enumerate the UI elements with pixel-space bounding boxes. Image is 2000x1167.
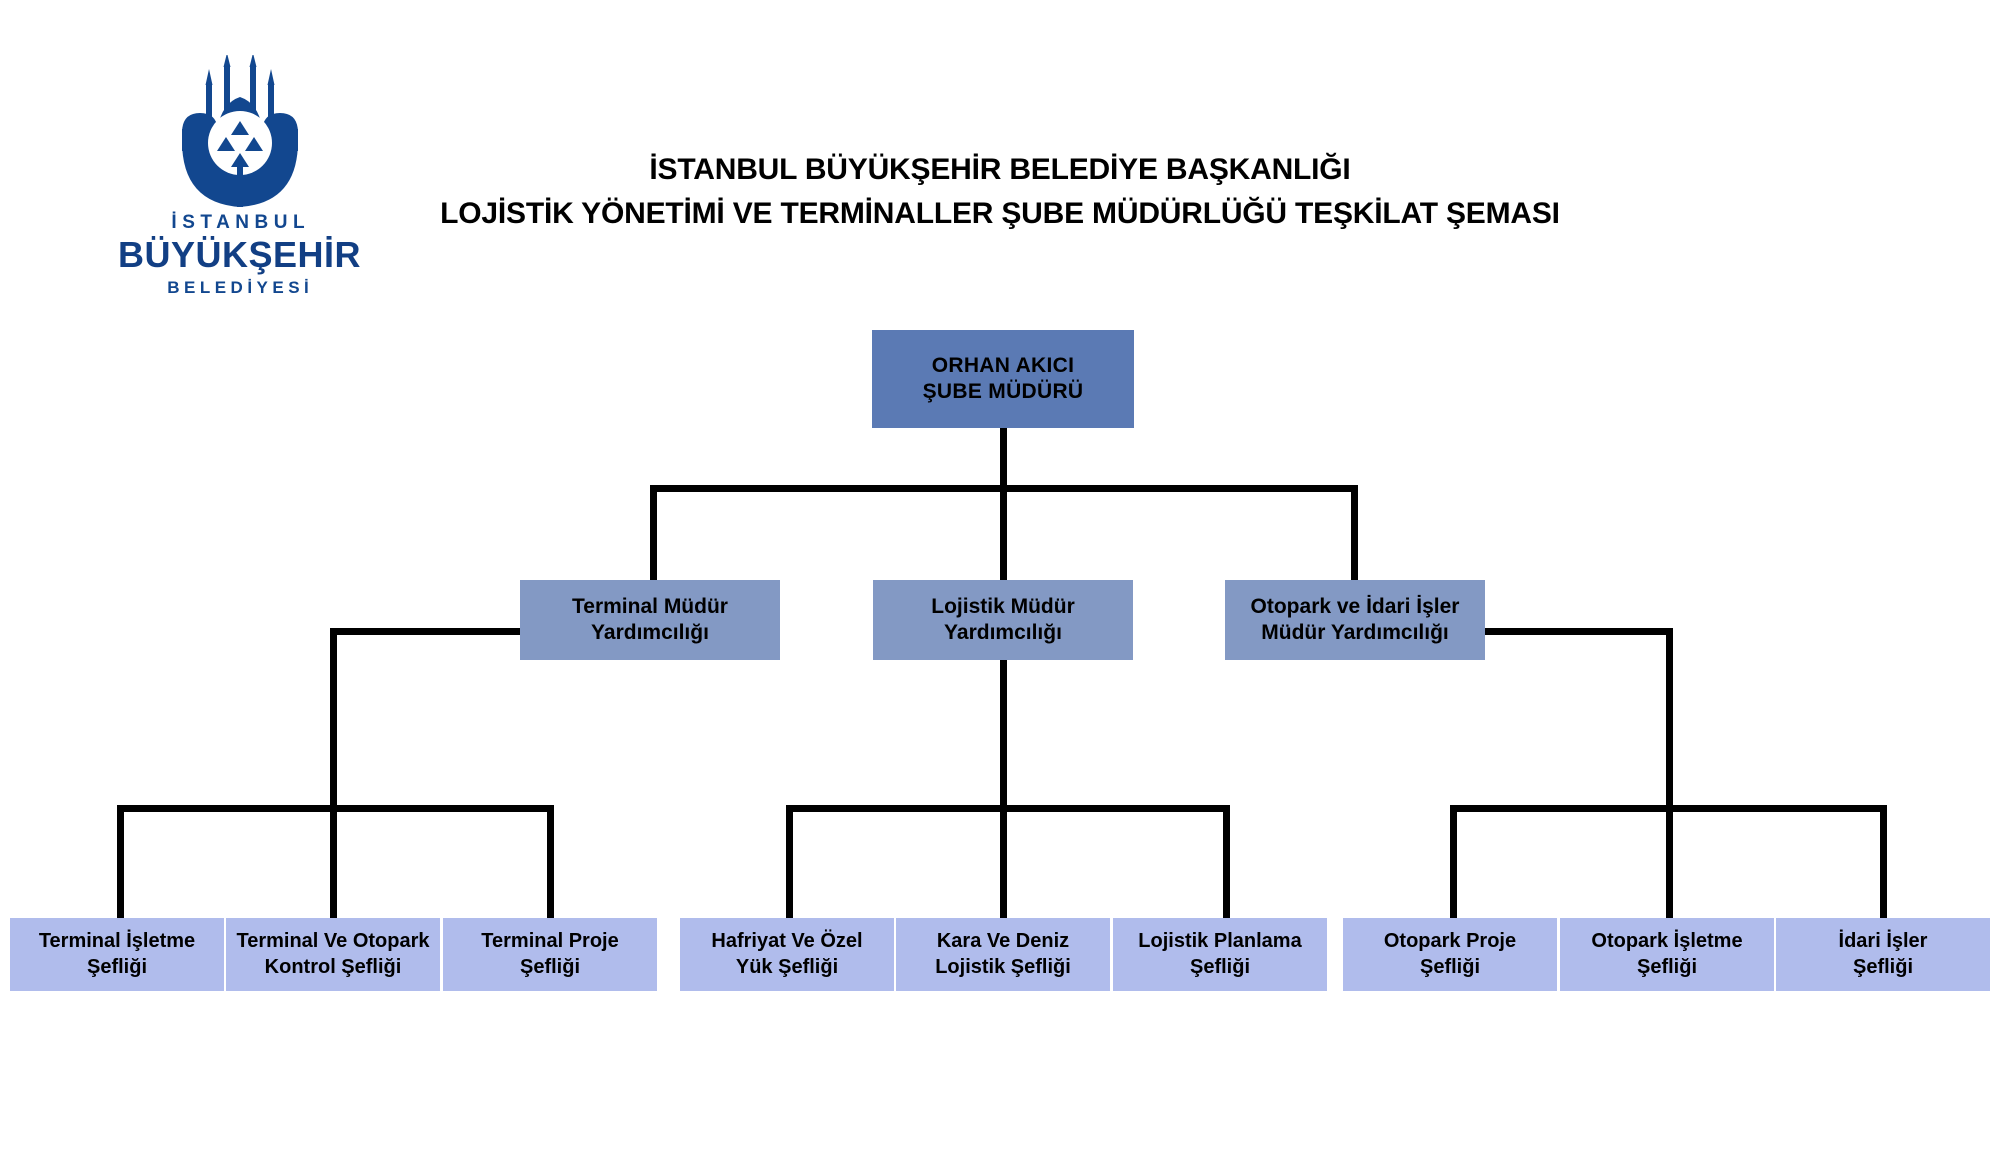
connector-drop-hafriyat	[786, 805, 793, 918]
chart-title-line-2: LOJİSTİK YÖNETİMİ VE TERMİNALLER ŞUBE MÜ…	[440, 196, 1560, 230]
node-terminal-mudur-yardimciligi[interactable]: Terminal Müdür Yardımcılığı	[520, 580, 780, 660]
node-label: Lojistik Planlama Şefliği	[1138, 930, 1302, 978]
connector-terminal-branch-out	[330, 628, 522, 635]
node-label: Lojistik Müdür Yardımcılığı	[931, 594, 1075, 644]
chart-title: İSTANBUL BÜYÜKŞEHİR BELEDİYE BAŞKANLIĞI …	[330, 148, 1670, 235]
node-label: Terminal İşletme Şefliği	[38, 930, 196, 978]
connector-drop-otopark-isletme	[1666, 805, 1673, 918]
connector-drop-kara-deniz	[1000, 805, 1007, 918]
node-label: ORHAN AKICI ŞUBE MÜDÜRÜ	[922, 353, 1084, 403]
node-hafriyat-ve-ozel-yuk-sefligi[interactable]: Hafriyat Ve Özel Yük Şefliği	[680, 918, 894, 991]
node-label: Otopark Proje Şefliği	[1383, 930, 1517, 978]
connector-root-stem	[1000, 428, 1007, 491]
node-label: Otopark İşletme Şefliği	[1591, 930, 1743, 978]
connector-drop-terminal-otopark-kontrol	[330, 805, 337, 918]
connector-drop-lojistik-planlama	[1223, 805, 1230, 918]
connector-otopark-branch-out	[1485, 628, 1673, 635]
node-lojistik-planlama-sefligi[interactable]: Lojistik Planlama Şefliği	[1113, 918, 1327, 991]
node-label: Terminal Müdür Yardımcılığı	[572, 594, 728, 644]
node-label: Terminal Proje Şefliği	[481, 930, 619, 978]
logo-text-belediyesi: BELEDİYESİ	[167, 278, 314, 297]
node-sube-muduru[interactable]: ORHAN AKICI ŞUBE MÜDÜRÜ	[872, 330, 1134, 428]
istanbul-tulip-mosque-emblem-icon	[160, 53, 320, 210]
node-otopark-idari-isler-mudur-yardimciligi[interactable]: Otopark ve İdari İşler Müdür Yardımcılığ…	[1225, 580, 1485, 660]
node-otopark-isletme-sefligi[interactable]: Otopark İşletme Şefliği	[1560, 918, 1774, 991]
connector-drop-otopark-md	[1351, 485, 1358, 580]
connector-drop-lojistik-md	[1000, 485, 1007, 580]
connector-drop-terminal-proje	[547, 805, 554, 918]
connector-drop-terminal-isletme	[117, 805, 124, 918]
connector-otopark-branch-down	[1666, 628, 1673, 805]
node-terminal-isletme-sefligi[interactable]: Terminal İşletme Şefliği	[10, 918, 224, 991]
node-label: Otopark ve İdari İşler Müdür Yardımcılığ…	[1250, 594, 1460, 644]
logo-text-buyuksehir: BÜYÜKŞEHİR	[118, 234, 362, 275]
connector-lojistik-children-bus	[786, 805, 1230, 812]
ibb-logo: İSTANBUL BÜYÜKŞEHİR BELEDİYESİ	[118, 53, 362, 297]
chart-title-line-1: İSTANBUL BÜYÜKŞEHİR BELEDİYE BAŞKANLIĞI	[649, 153, 1351, 186]
logo-text-istanbul: İSTANBUL	[171, 212, 311, 233]
node-terminal-ve-otopark-kontrol-sefligi[interactable]: Terminal Ve Otopark Kontrol Şefliği	[226, 918, 440, 991]
node-terminal-proje-sefligi[interactable]: Terminal Proje Şefliği	[443, 918, 657, 991]
connector-lojistik-branch-down	[1000, 660, 1007, 812]
node-otopark-proje-sefligi[interactable]: Otopark Proje Şefliği	[1343, 918, 1557, 991]
node-kara-ve-deniz-lojistik-sefligi[interactable]: Kara Ve Deniz Lojistik Şefliği	[896, 918, 1110, 991]
node-label: İdari İşler Şefliği	[1838, 930, 1928, 978]
connector-drop-idari-isler	[1880, 805, 1887, 918]
connector-drop-terminal-md	[650, 485, 657, 580]
node-idari-isler-sefligi[interactable]: İdari İşler Şefliği	[1776, 918, 1990, 991]
node-label: Kara Ve Deniz Lojistik Şefliği	[935, 930, 1071, 978]
node-label: Hafriyat Ve Özel Yük Şefliği	[711, 930, 863, 978]
node-label: Terminal Ve Otopark Kontrol Şefliği	[236, 930, 430, 978]
node-lojistik-mudur-yardimciligi[interactable]: Lojistik Müdür Yardımcılığı	[873, 580, 1133, 660]
connector-drop-otopark-proje	[1450, 805, 1457, 918]
connector-terminal-branch-down	[330, 628, 337, 805]
